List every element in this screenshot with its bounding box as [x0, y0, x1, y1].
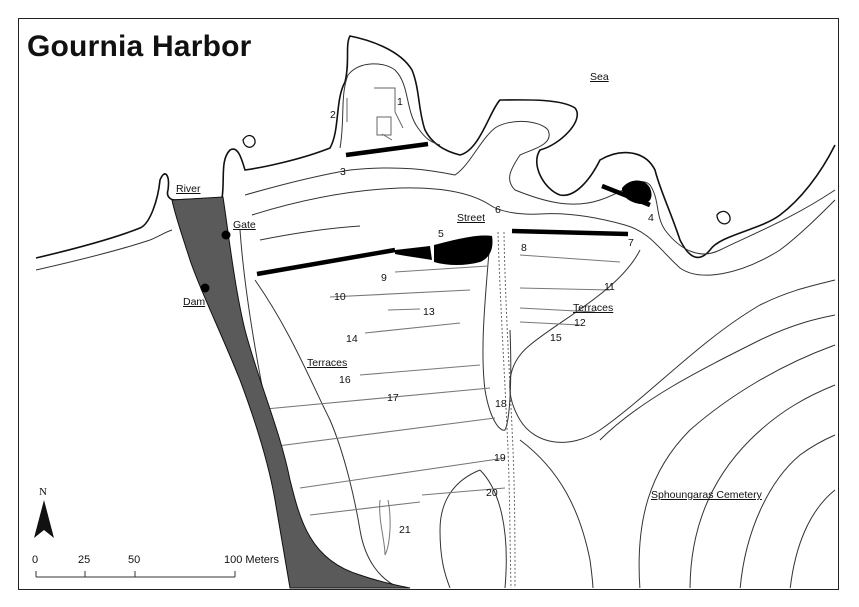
site-number: 7 — [628, 237, 634, 249]
contour-line — [244, 121, 836, 255]
site-number: 8 — [521, 242, 527, 254]
contour-line — [439, 469, 481, 588]
scale-tick-100: 100 Meters — [224, 554, 280, 566]
map-title: Gournia Harbor — [27, 30, 252, 63]
gate-point — [221, 230, 231, 240]
scale-tick-25: 25 — [78, 554, 91, 566]
contour-line — [509, 249, 836, 443]
contour-line — [739, 434, 836, 588]
site-number: 17 — [387, 392, 399, 404]
site-number: 5 — [438, 228, 444, 240]
label-river: River — [176, 183, 201, 195]
label-terraces-left: Terraces — [307, 357, 348, 369]
islet — [716, 210, 731, 225]
site-number: 20 — [486, 487, 498, 499]
site-number: 10 — [334, 291, 346, 303]
contour-line — [689, 384, 836, 588]
site-number: 16 — [339, 374, 351, 386]
street-path — [503, 231, 516, 588]
contour-line — [339, 63, 441, 149]
site-number: 21 — [399, 524, 411, 536]
dam-point — [200, 283, 210, 293]
site-number: 4 — [648, 212, 654, 224]
site-number: 6 — [495, 204, 501, 216]
label-gate: Gate — [233, 219, 256, 231]
site-number: 1 — [397, 96, 403, 108]
coastline — [35, 35, 836, 259]
contour-line — [35, 229, 173, 271]
label-terraces-right: Terraces — [573, 302, 614, 314]
contour-line — [254, 279, 401, 588]
site-number: 18 — [495, 398, 507, 410]
label-dam: Dam — [183, 296, 206, 308]
site-number: 13 — [423, 306, 435, 318]
ruins-21 — [379, 499, 391, 556]
contour-line — [259, 225, 361, 241]
terrace-walls — [254, 254, 621, 516]
street-path — [497, 231, 512, 588]
shipshed-5 — [434, 235, 493, 265]
contour-line — [519, 439, 594, 588]
north-arrow-icon: N — [32, 486, 56, 542]
scale-bar — [35, 571, 236, 578]
spur-outline — [482, 239, 512, 431]
ruins-cluster — [346, 87, 404, 141]
site-number: 3 — [340, 166, 346, 178]
contour-line — [599, 314, 836, 441]
label-street: Street — [457, 212, 486, 224]
shipshed-4 — [622, 180, 652, 204]
contour-line — [251, 187, 836, 276]
site-number: 14 — [346, 333, 358, 345]
site-number: 15 — [550, 332, 562, 344]
harbor-basin — [395, 246, 432, 260]
contour-line — [789, 489, 836, 588]
scale-tick-50: 50 — [128, 554, 141, 566]
site-number: 12 — [574, 317, 586, 329]
site-number: 2 — [330, 109, 336, 121]
site-number: 11 — [604, 281, 615, 293]
north-label: N — [39, 486, 47, 498]
islet — [242, 134, 256, 148]
label-cemetery: Sphoungaras Cemetery — [651, 489, 762, 501]
contour-line — [638, 344, 836, 588]
north-arrow-shape — [34, 500, 54, 538]
scale-tick-0: 0 — [32, 554, 39, 566]
river — [171, 196, 411, 589]
site-number: 19 — [494, 452, 506, 464]
label-sea: Sea — [590, 71, 609, 83]
site-number: 9 — [381, 272, 387, 284]
contour-line — [479, 469, 507, 588]
